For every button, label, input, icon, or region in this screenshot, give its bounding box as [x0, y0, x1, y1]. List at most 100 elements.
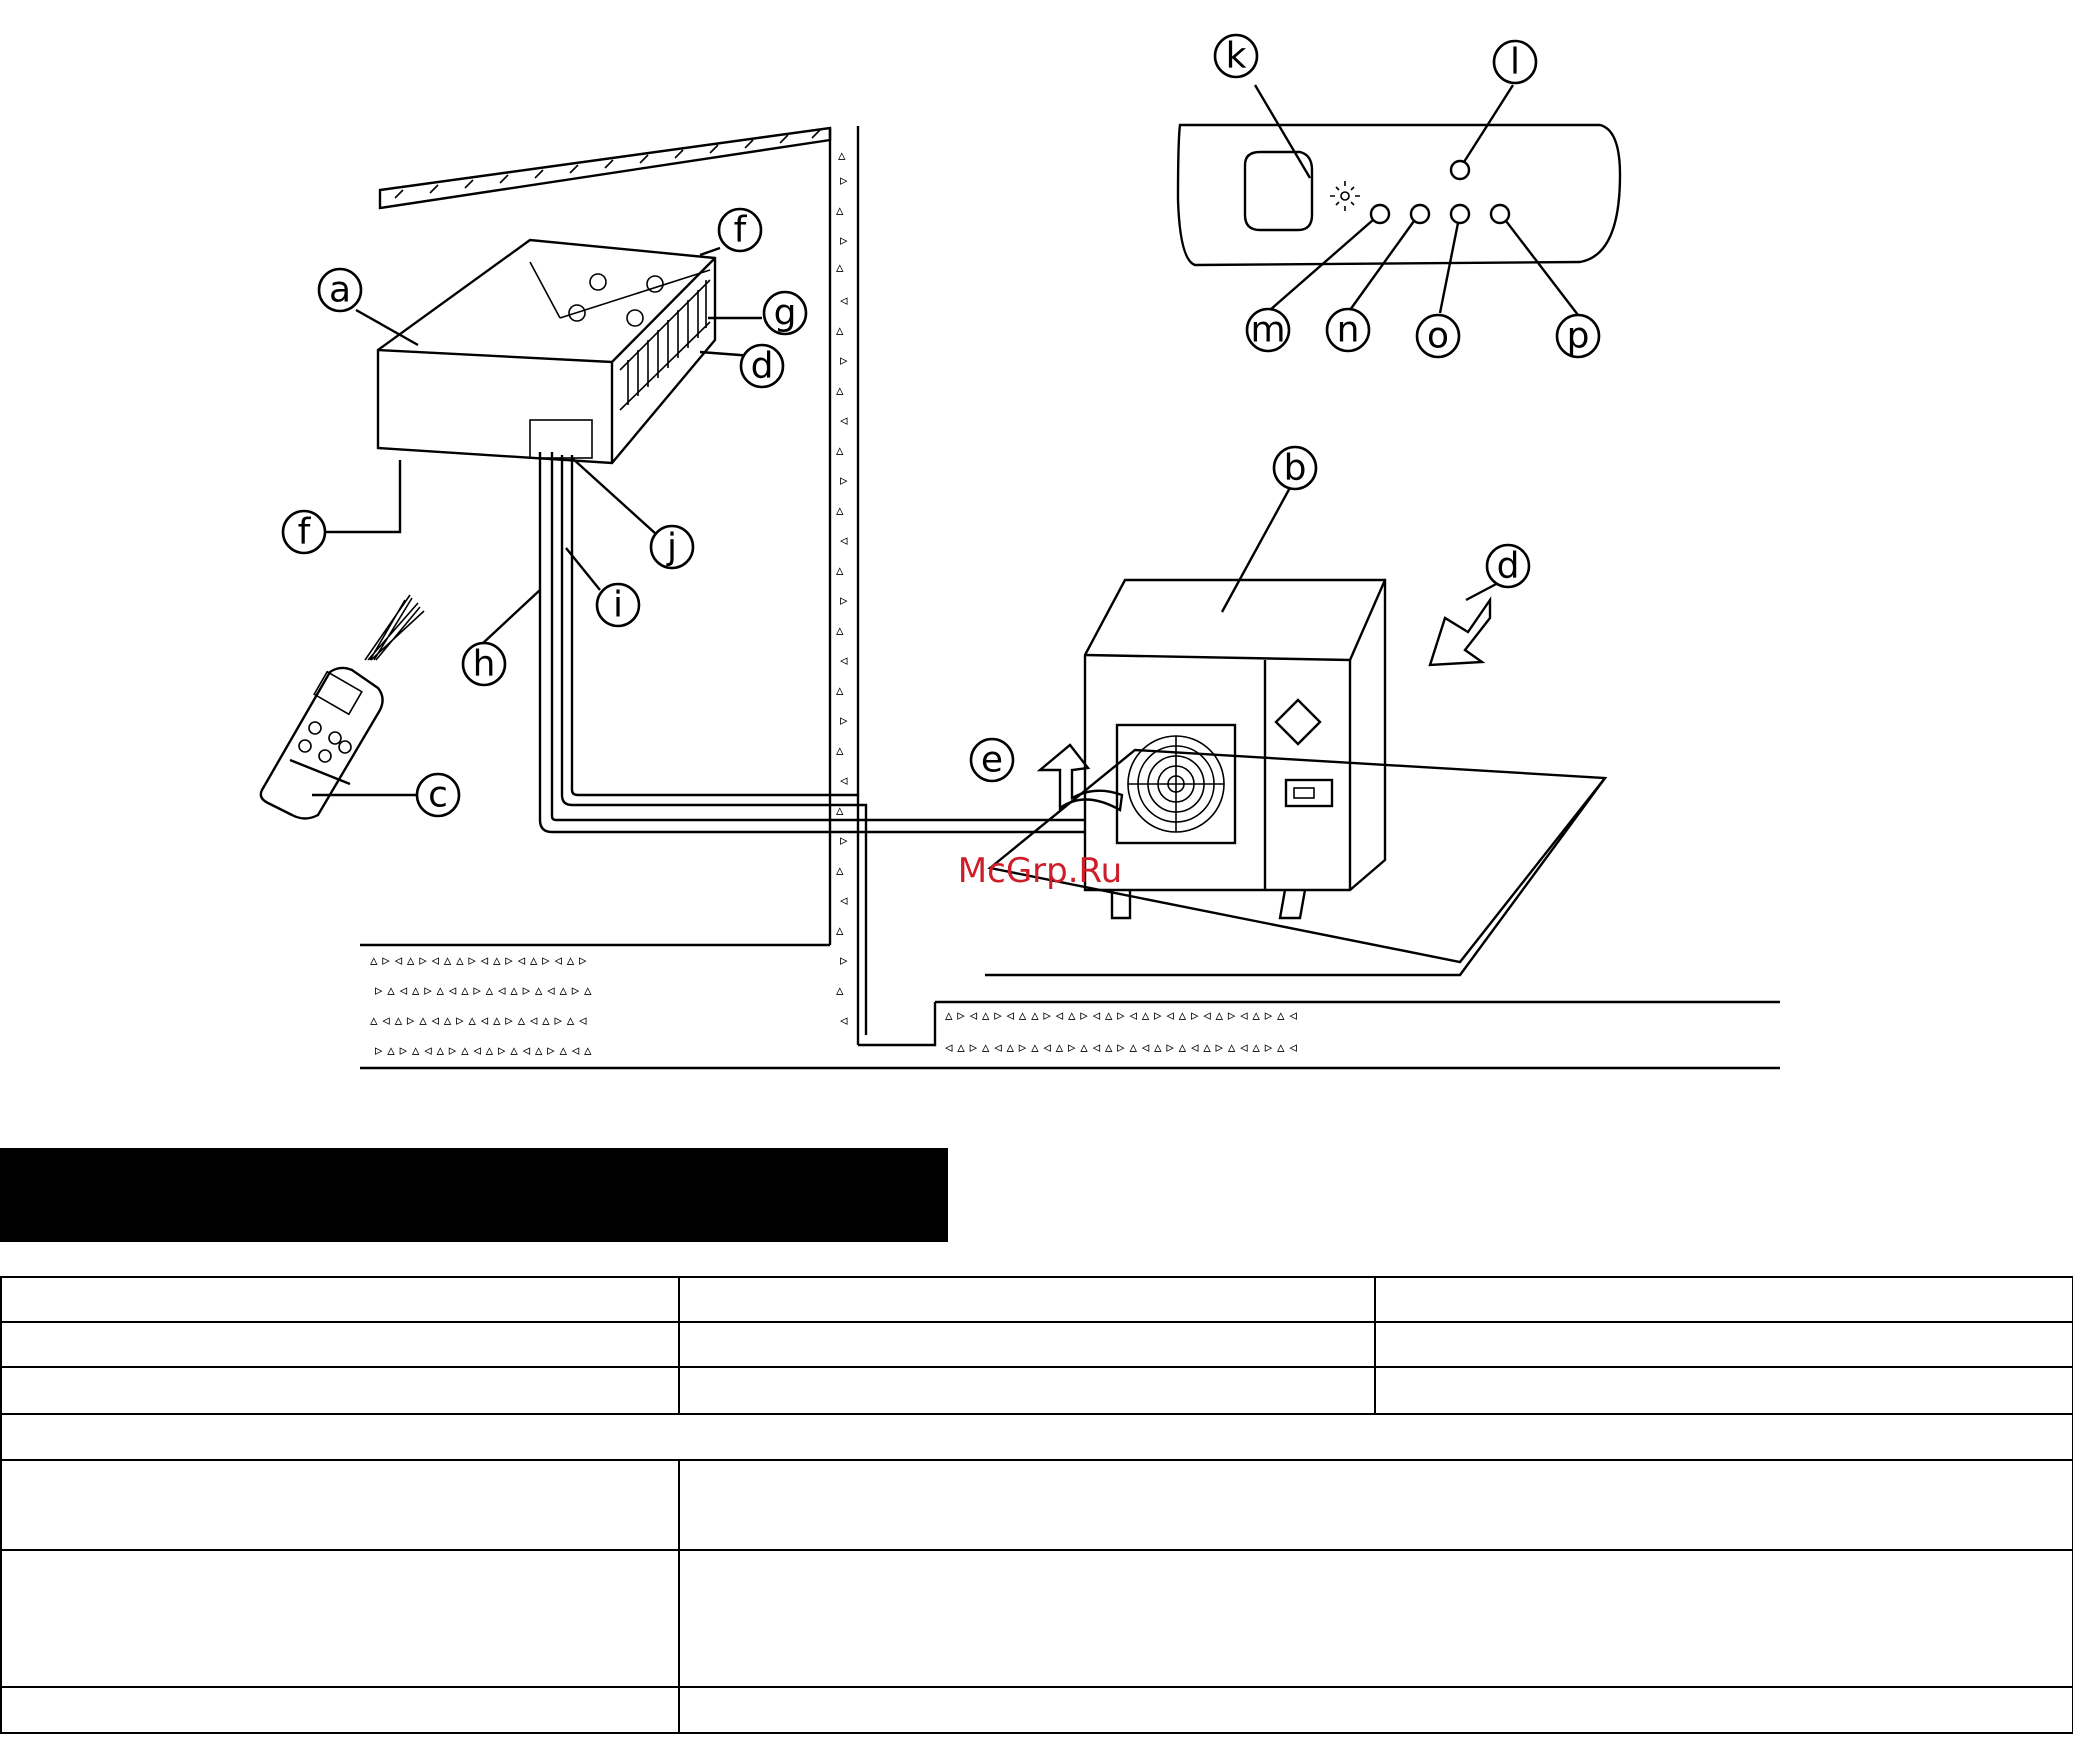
svg-text:▹: ▹ — [840, 591, 848, 609]
callout-d-outdoor: d — [1485, 543, 1531, 589]
indoor-unit-grille — [619, 279, 711, 411]
table-cell — [678, 1321, 1376, 1368]
svg-text:▵: ▵ — [836, 921, 844, 939]
ceiling — [378, 126, 832, 210]
svg-text:m: m — [1250, 310, 1285, 351]
svg-text:▵ ◃ ▵ ▹ ▵ ◃ ▵ ▹ ▵ ◃ ▵ ▹ ▵ ◃ ▵: ▵ ◃ ▵ ▹ ▵ ◃ ▵ ▹ ▵ ◃ ▵ ▹ ▵ ◃ ▵ ▹ ▵ ◃ — [370, 1011, 587, 1029]
table-cell — [678, 1276, 1376, 1323]
svg-text:▵: ▵ — [836, 561, 844, 579]
callout-m: m — [1245, 307, 1291, 353]
svg-text:▵: ▵ — [836, 321, 844, 339]
svg-text:d: d — [1497, 546, 1520, 587]
remote-signal-icon — [364, 594, 425, 661]
table-cell — [1374, 1321, 2073, 1368]
table-cell — [0, 1413, 2073, 1461]
svg-text:◃: ◃ — [840, 651, 848, 669]
svg-text:▵: ▵ — [836, 441, 844, 459]
svg-text:▵: ▵ — [836, 501, 844, 519]
svg-text:▵: ▵ — [838, 146, 846, 164]
svg-text:f: f — [734, 210, 748, 251]
table-row — [0, 1459, 2073, 1551]
table-cell — [678, 1366, 1376, 1415]
svg-text:▵: ▵ — [836, 621, 844, 639]
svg-text:◃: ◃ — [840, 771, 848, 789]
callout-p: p — [1555, 313, 1601, 359]
table-cell — [678, 1686, 2073, 1734]
table-cell — [0, 1321, 680, 1368]
callout-k: k — [1213, 33, 1259, 79]
svg-text:p: p — [1567, 316, 1590, 357]
callout-l: l — [1492, 39, 1538, 85]
svg-text:▵: ▵ — [836, 381, 844, 399]
svg-text:▵: ▵ — [836, 981, 844, 999]
svg-text:▵: ▵ — [836, 258, 844, 276]
callout-b: b — [1272, 445, 1318, 491]
indicator-light-l — [1449, 159, 1471, 181]
svg-text:d: d — [751, 346, 774, 387]
table-cell — [0, 1686, 680, 1734]
svg-text:◃: ◃ — [840, 411, 848, 429]
svg-text:a: a — [329, 270, 351, 311]
svg-text:▵ ▹ ◃ ▵ ▹ ◃ ▵ ▵ ▹ ◃ ▵ ▹ ◃ ▵ ▹: ▵ ▹ ◃ ▵ ▹ ◃ ▵ ▵ ▹ ◃ ▵ ▹ ◃ ▵ ▹ ◃ ▵ ▹ ◃ ▵ … — [945, 1006, 1297, 1024]
table-cell — [1374, 1366, 2073, 1415]
svg-text:▹: ▹ — [840, 231, 848, 249]
svg-text:e: e — [981, 740, 1003, 781]
svg-text:▵ ▹ ◃ ▵ ▹ ◃ ▵ ▵ ▹ ◃ ▵ ▹ ◃ ▵ ▹: ▵ ▹ ◃ ▵ ▹ ◃ ▵ ▵ ▹ ◃ ▵ ▹ ◃ ▵ ▹ ◃ ▵ ▹ — [370, 951, 587, 969]
svg-text:▵: ▵ — [836, 801, 844, 819]
callout-n: n — [1325, 307, 1371, 353]
leader-lines — [312, 84, 1579, 797]
callout-e: e — [969, 737, 1015, 783]
svg-text:g: g — [774, 293, 797, 334]
watermark: McGrp.Ru — [958, 851, 1122, 891]
svg-text:j: j — [666, 527, 677, 568]
svg-text:◃: ◃ — [840, 291, 848, 309]
wall: ▵▹▵ ▹▵◃ ▵▹▵ ◃▵▹ ▵◃▵ ▹▵◃ ▵▹▵ ◃▵▹ ▵◃▵ ▹▵◃ — [828, 126, 860, 1045]
svg-text:▹: ▹ — [840, 831, 848, 849]
svg-text:▹: ▹ — [840, 351, 848, 369]
remote-control — [259, 594, 425, 820]
callout-h: h — [461, 641, 507, 687]
svg-text:k: k — [1226, 36, 1247, 77]
indicator-light-n — [1409, 203, 1431, 225]
svg-text:h: h — [473, 644, 496, 685]
callout-i: i — [595, 582, 641, 628]
svg-text:▹: ▹ — [840, 951, 848, 969]
callout-o: o — [1415, 313, 1461, 359]
indoor-unit — [330, 238, 717, 534]
table-cell — [1374, 1276, 2073, 1323]
svg-text:o: o — [1427, 316, 1449, 357]
intake-arrow-icon — [1428, 596, 1492, 667]
svg-text:▹ ▵ ▹ ▵ ◃ ▵ ▹ ▵ ◃ ▵ ▹ ▵ ◃ ▵ ▹: ▹ ▵ ▹ ▵ ◃ ▵ ▹ ▵ ◃ ▵ ▹ ▵ ◃ ▵ ▹ ▵ ◃ ▵ — [375, 1041, 592, 1059]
callout-c: c — [415, 772, 461, 818]
spec-table — [0, 1276, 2073, 1734]
control-panel — [1176, 123, 1622, 267]
table-cell — [0, 1276, 680, 1323]
table-row — [0, 1686, 2073, 1734]
svg-text:▵: ▵ — [836, 741, 844, 759]
svg-text:n: n — [1337, 310, 1360, 351]
svg-text:▹: ▹ — [840, 171, 848, 189]
sun-icon — [1330, 181, 1360, 211]
svg-text:◃ ▵ ▹ ▵ ◃ ▵ ▹ ▵ ◃ ▵ ▹ ▵ ◃ ▵ ▹: ◃ ▵ ▹ ▵ ◃ ▵ ▹ ▵ ◃ ▵ ▹ ▵ ◃ ▵ ▹ ▵ ◃ ▵ ▹ ▵ … — [945, 1038, 1297, 1056]
refrigerant-pipes — [538, 452, 1085, 1035]
svg-text:▹: ▹ — [840, 471, 848, 489]
callout-d-indoor: d — [739, 343, 785, 389]
callout-a: a — [317, 267, 363, 313]
svg-text:◃: ◃ — [840, 531, 848, 549]
svg-text:▵: ▵ — [836, 861, 844, 879]
exhaust-arrow-icon — [1036, 743, 1124, 812]
table-row — [0, 1366, 2073, 1415]
table-cell — [678, 1549, 2073, 1688]
svg-text:f: f — [298, 512, 312, 553]
table-row — [0, 1549, 2073, 1688]
outdoor-unit — [985, 578, 1608, 977]
table-cell — [0, 1549, 680, 1688]
svg-text:l: l — [1510, 42, 1520, 83]
table-row — [0, 1321, 2073, 1368]
ground: ▵ ▹ ◃ ▵ ▹ ◃ ▵ ▵ ▹ ◃ ▵ ▹ ◃ ▵ ▹ ◃ ▵ ▹ ▹ ▵ … — [360, 943, 1780, 1070]
svg-text:▹: ▹ — [840, 711, 848, 729]
table-cell — [678, 1459, 2073, 1551]
table-cell — [0, 1366, 680, 1415]
svg-text:b: b — [1284, 448, 1307, 489]
table-row — [0, 1413, 2073, 1461]
